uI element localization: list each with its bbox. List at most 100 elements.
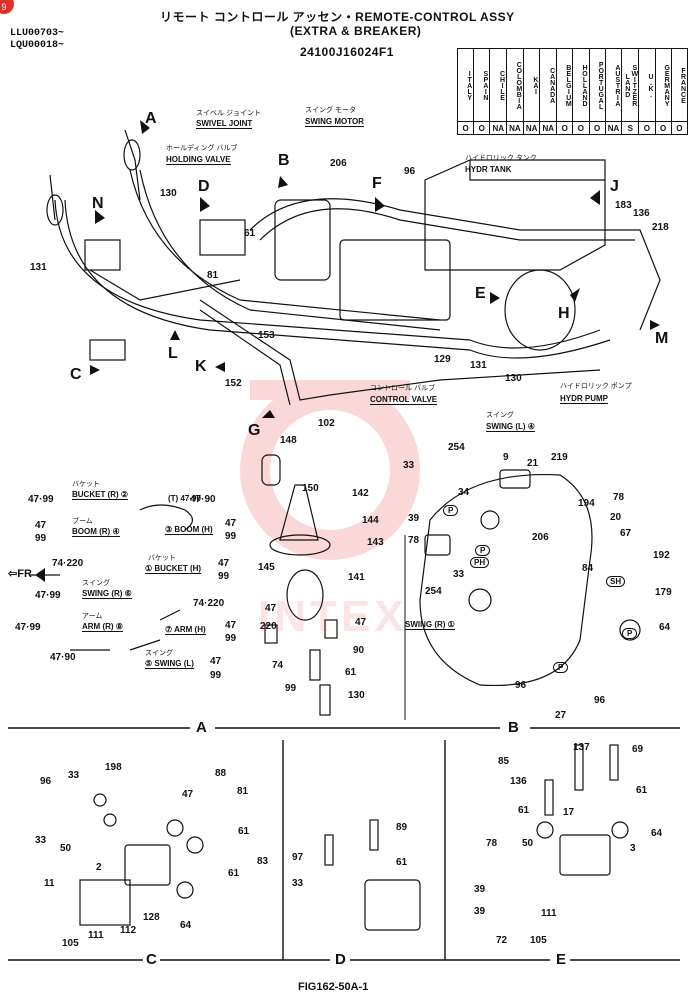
- control-valve: [339, 239, 451, 321]
- port-label-jp: ブーム: [72, 518, 93, 525]
- port-label-right: ③ BOOM (H): [165, 525, 213, 535]
- part-number-label: 137: [573, 742, 590, 753]
- part-number-label: 198: [105, 762, 122, 773]
- part-number-label: 148: [280, 435, 297, 446]
- swing-motor-housing: [419, 473, 593, 687]
- part-number-label: 11: [44, 878, 55, 889]
- part-number-label: 192: [653, 550, 670, 561]
- part-number-label: 21: [527, 458, 539, 469]
- part-number-label: 2: [96, 862, 102, 873]
- hydr-pump: [504, 269, 576, 351]
- swing-l-label: SWING (L) ④: [486, 422, 535, 432]
- part-number-label: 33: [35, 835, 47, 846]
- part-number-label: 220: [260, 621, 277, 632]
- holding-valve-label: HOLDING VALVE: [166, 155, 231, 165]
- part-number-label: 47·90: [50, 652, 76, 663]
- part-number-label: 112: [120, 925, 137, 936]
- view-letter-l: L: [168, 345, 178, 362]
- part-number-label: 136: [510, 776, 527, 787]
- port-label: BOOM (R) ④: [72, 527, 120, 537]
- part-number-label: 47: [225, 518, 237, 529]
- section-label-b: B: [505, 719, 522, 736]
- view-letter-m: M: [655, 330, 669, 347]
- part-number-label: 61: [244, 228, 256, 239]
- country-applicability-table: ITALY SPAIN CHILE COLOMBIA KAI CANADA BE…: [456, 48, 688, 135]
- joystick-boot: [279, 484, 319, 541]
- part-number-label: 97: [292, 852, 304, 863]
- country-code: S: [621, 121, 640, 135]
- port-label: BUCKET (R) ②: [72, 490, 129, 500]
- front-label: FR: [17, 568, 32, 580]
- section-label-d: D: [332, 951, 349, 968]
- part-number-label: 99: [210, 670, 222, 681]
- part-number-label: 99: [285, 683, 297, 694]
- swing-r-label: SWING (R) ①: [405, 620, 455, 630]
- part-number-label: 254: [448, 442, 465, 453]
- view-letter-a: A: [145, 110, 157, 127]
- part-number-label: 96: [515, 680, 527, 691]
- country-code: O: [638, 121, 656, 135]
- part-number-label: 34: [458, 487, 470, 498]
- part-number-label: 183: [615, 200, 632, 211]
- country-name: CANADA: [539, 48, 558, 122]
- part-number-label: 47: [225, 620, 237, 631]
- part-number-label: 96: [594, 695, 606, 706]
- hydr-pump-jp: ハイドロリック ポンプ: [560, 383, 632, 390]
- part-number-label: 74: [272, 660, 284, 671]
- part-number-label: 27: [555, 710, 567, 721]
- part-number-label: 142: [352, 488, 369, 499]
- part-number-label: 33: [292, 878, 304, 889]
- country-code: NA: [539, 121, 558, 135]
- part-number-label: 102: [318, 418, 335, 429]
- page-title-line2: (EXTRA & BREAKER): [290, 24, 422, 38]
- port-label-jp: スイング: [82, 580, 110, 587]
- port-label-right: ⑦ ARM (H): [165, 625, 206, 635]
- part-number-label: 99: [225, 633, 237, 644]
- swivel-joint-jp: スイベル ジョイント: [196, 110, 261, 117]
- part-number-label: 206: [532, 532, 549, 543]
- port-label: ① BUCKET (H): [145, 564, 202, 574]
- section-label-c: C: [143, 951, 160, 968]
- part-number-label: 47: [182, 789, 194, 800]
- part-number-label: 72: [496, 935, 508, 946]
- serial-range-1: LLU00703~: [10, 28, 65, 39]
- part-number-label: 47: [218, 558, 230, 569]
- port-tag-p: P: [443, 505, 459, 516]
- port-label-jp: バケット: [72, 481, 100, 488]
- country-code: NA: [604, 121, 623, 135]
- part-number-label: 64: [651, 828, 663, 839]
- part-number-label: 61: [636, 785, 648, 796]
- part-number-label: 47·99: [15, 622, 41, 633]
- section-label-e: E: [553, 951, 570, 968]
- part-number-label: 96: [404, 166, 416, 177]
- part-number-label: 61: [238, 826, 250, 837]
- country-code: NA: [522, 121, 541, 135]
- part-number-label: 130: [348, 690, 365, 701]
- part-number-label: 83: [257, 856, 269, 867]
- part-number-label: 99: [218, 571, 230, 582]
- part-number-label: 9: [503, 452, 509, 463]
- part-number-label: 150: [302, 483, 319, 494]
- part-number-label: 111: [88, 930, 104, 941]
- country-code: O: [456, 121, 475, 135]
- country-code: O: [670, 121, 688, 135]
- country-name: SWITZER LAND: [621, 48, 640, 122]
- control-valve-jp: コントロール バルブ: [370, 385, 435, 392]
- part-number-label: 17: [563, 807, 575, 818]
- country-name: COLOMBIA: [506, 48, 524, 122]
- page-title-line1: リモート コントロール アッセン・REMOTE-CONTROL ASSY: [160, 10, 515, 24]
- part-number-label: 47·99: [35, 590, 61, 601]
- part-number-label: 254: [425, 586, 442, 597]
- part-number-label: 81: [207, 270, 219, 281]
- part-number-label: 61: [345, 667, 357, 678]
- part-number-label: 136: [633, 208, 650, 219]
- port-tag-p: P: [553, 662, 569, 673]
- holding-valve-jp: ホールディング バルブ: [166, 145, 238, 152]
- country-name: BELGIUM: [556, 48, 574, 122]
- part-number-label: 78: [613, 492, 625, 503]
- hydr-tank-jp: ハイドロリック タンク: [465, 155, 537, 162]
- part-number-label: 67: [620, 528, 632, 539]
- country-name: SPAIN: [473, 48, 491, 122]
- part-number-label: 47: [355, 617, 367, 628]
- port-label: ARM (R) ⑧: [82, 622, 123, 632]
